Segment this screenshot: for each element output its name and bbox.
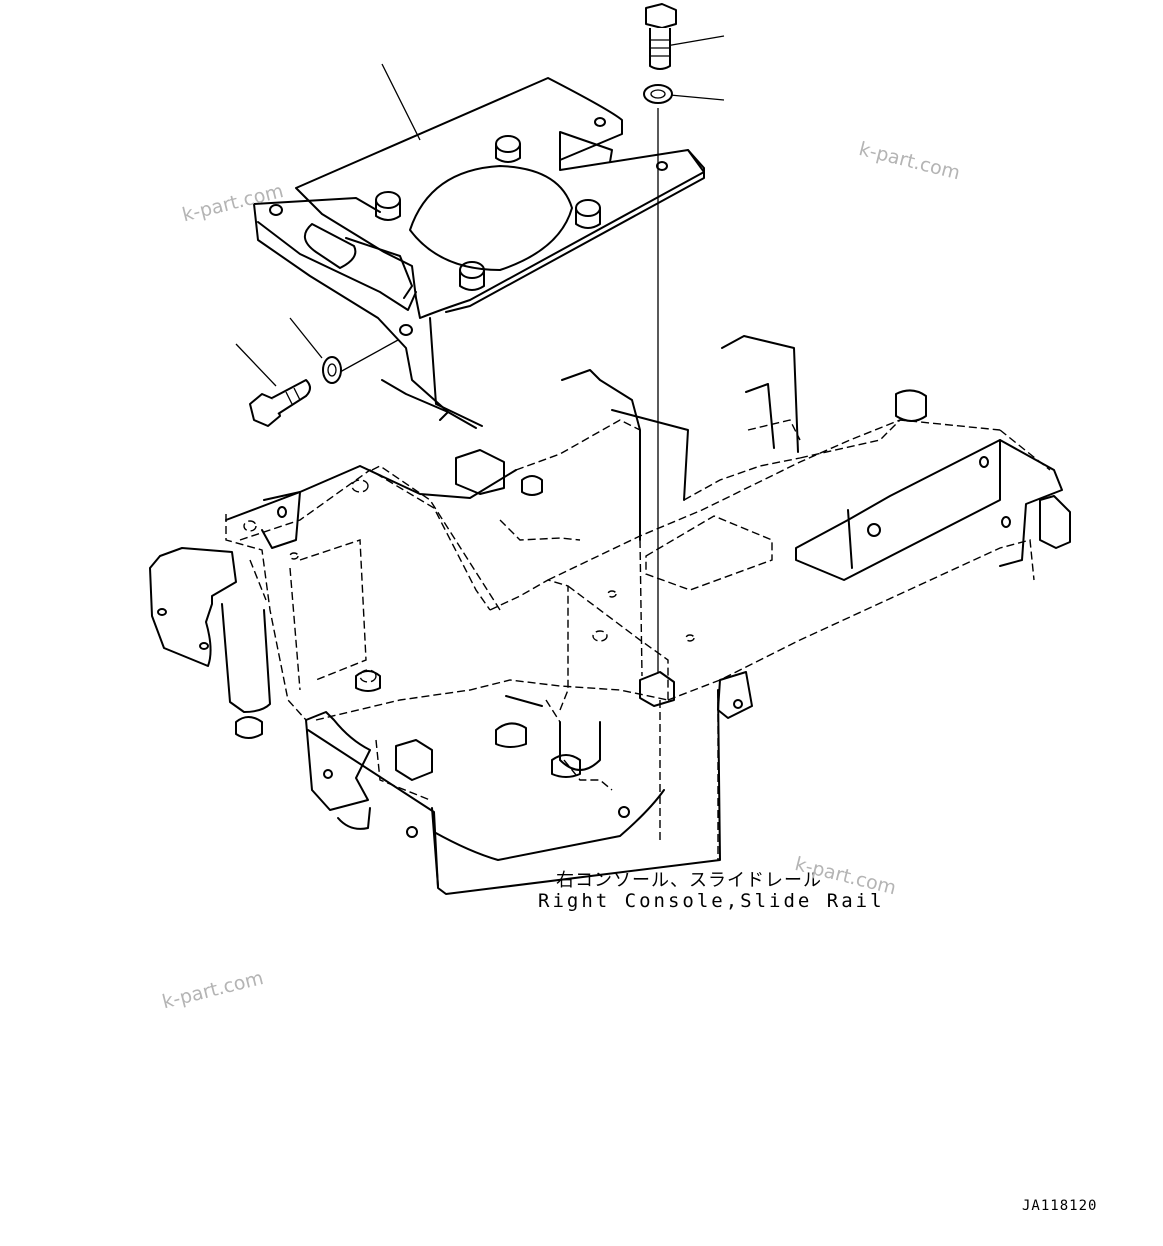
leader-line-top-washer <box>669 94 725 101</box>
leader-lines <box>235 35 725 672</box>
caption-japanese: 右コンソール、スライドレール <box>556 870 822 891</box>
caption-english: Right Console,Slide Rail <box>538 890 885 912</box>
side-bolt <box>249 379 311 427</box>
center-line-side-bolt <box>339 339 399 373</box>
top-bolt <box>645 3 677 70</box>
top-washer <box>643 84 673 104</box>
console-frame <box>149 335 1071 895</box>
side-washer <box>322 356 342 384</box>
leader-line-side-bolt <box>235 343 277 387</box>
console-bracket <box>253 77 705 429</box>
leader-line-top-bolt <box>665 35 725 47</box>
drawing-id: JA118120 <box>1022 1198 1098 1214</box>
leader-line-bracket <box>381 63 421 141</box>
hidden-lines <box>225 419 1051 860</box>
leader-line-side-washer <box>289 317 323 359</box>
